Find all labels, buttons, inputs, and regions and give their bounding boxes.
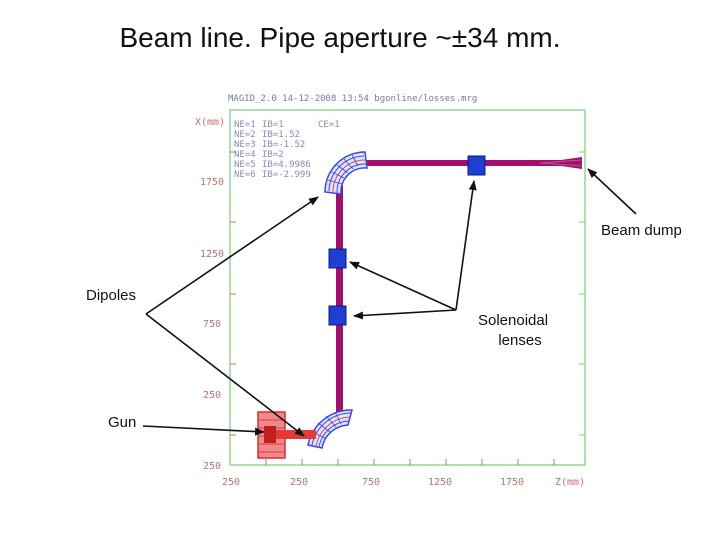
x-tick-label: 1750 bbox=[500, 477, 524, 488]
gun-label: Gun bbox=[108, 414, 137, 431]
y-tick-marks bbox=[230, 151, 236, 436]
x-tick-label: 750 bbox=[362, 477, 380, 488]
y-tick-label: 750 bbox=[203, 319, 221, 330]
upper-dipole bbox=[324, 151, 368, 195]
y-tick-label: 250 bbox=[203, 390, 221, 401]
dipoles-label: Dipoles bbox=[86, 287, 137, 304]
legend-entry: IB=1 bbox=[262, 120, 284, 130]
x-tick-label: 250 bbox=[290, 477, 308, 488]
dipole-arrow-lower bbox=[145, 313, 305, 437]
legend-entry: CE=1 bbox=[318, 120, 340, 130]
x-tick-marks bbox=[265, 459, 555, 465]
y-tick-label: 1750 bbox=[200, 177, 224, 188]
legend-entry: NE=3 bbox=[234, 140, 256, 150]
solenoid-lens-right bbox=[467, 155, 486, 176]
beam-dump-line bbox=[539, 159, 583, 164]
slide-title: Beam line. Pipe aperture ~±34 mm. bbox=[119, 22, 561, 53]
solenoid-arrow-lower bbox=[353, 309, 457, 320]
solenoidal-lenses-line1: Solenoidal bbox=[478, 312, 549, 329]
lower-dipole bbox=[307, 409, 353, 449]
y-tick-label: 1250 bbox=[200, 249, 224, 260]
beam-dump-arrow bbox=[587, 168, 637, 215]
solenoid-lens-lower bbox=[328, 305, 347, 326]
plot-header: MAGID_2.0 14-12-2008 13:54 bgonline/loss… bbox=[228, 94, 477, 104]
solenoid-lens-upper bbox=[328, 248, 347, 269]
solenoid-arrow-upper bbox=[349, 261, 457, 311]
element-legend: NE=1 IB=1 CE=1 NE=2 IB=1.52 NE=3 IB=-1.5… bbox=[234, 120, 340, 180]
x-tick-label: 1250 bbox=[428, 477, 452, 488]
y-axis-label: X(mm) bbox=[195, 117, 225, 128]
solenoidal-lenses-label: Solenoidal lenses bbox=[478, 312, 548, 349]
legend-entry: IB=-2.999 bbox=[262, 170, 311, 180]
solenoidal-lenses-line2: lenses bbox=[498, 332, 542, 349]
beam-dump-label: Beam dump bbox=[601, 222, 682, 239]
beam-dump-shape bbox=[540, 157, 582, 169]
beam-pipe-vertical bbox=[336, 185, 343, 425]
legend-entry: NE=1 bbox=[234, 120, 256, 130]
legend-entry: NE=6 bbox=[234, 170, 256, 180]
dipole-arrow-upper bbox=[145, 196, 319, 315]
y-tick-label: 250 bbox=[203, 461, 221, 472]
legend-entry: IB=-1.52 bbox=[262, 140, 305, 150]
annotation-arrows bbox=[142, 168, 637, 437]
x-tick-label: 250 bbox=[222, 477, 240, 488]
legend-entry: NE=5 bbox=[234, 160, 256, 170]
legend-entry: NE=4 bbox=[234, 150, 256, 160]
legend-entry: IB=2 bbox=[262, 150, 284, 160]
legend-entry: NE=2 bbox=[234, 130, 256, 140]
plot-frame bbox=[229, 109, 586, 466]
beam-dump-line bbox=[539, 162, 583, 167]
right-frame-ticks bbox=[579, 151, 585, 436]
gun-arrow bbox=[142, 425, 265, 436]
x-axis-label: Z(mm) bbox=[555, 477, 585, 488]
legend-entry: IB=4.9986 bbox=[262, 160, 311, 170]
solenoid-arrow-right bbox=[455, 180, 477, 311]
legend-entry: IB=1.52 bbox=[262, 130, 300, 140]
gun-assembly bbox=[257, 411, 316, 459]
